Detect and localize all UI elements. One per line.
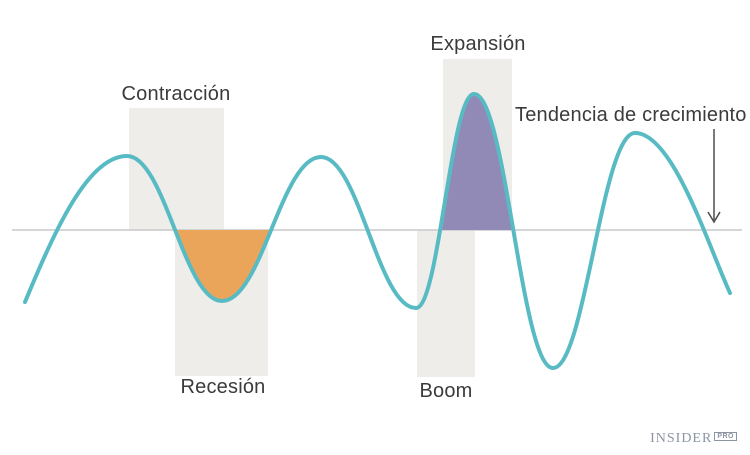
trend-arrow — [707, 129, 721, 224]
recession-label: Recesión — [180, 376, 266, 398]
recession-fill-area — [127, 230, 321, 301]
expansion-label: Expansión — [430, 33, 526, 55]
boom-band — [417, 230, 475, 377]
expansion-fill-area — [416, 94, 553, 230]
growth-trend-label: Tendencia de crecimiento — [515, 104, 747, 126]
logo-pro-badge: PRO — [714, 432, 737, 441]
contraction-band — [129, 108, 224, 230]
trend-arrow-head — [707, 211, 721, 224]
boom-label: Boom — [419, 380, 473, 402]
contraction-label: Contracción — [121, 83, 231, 105]
cycle-wave-line — [23, 91, 732, 371]
logo-brand-text: INSIDER — [650, 431, 713, 446]
